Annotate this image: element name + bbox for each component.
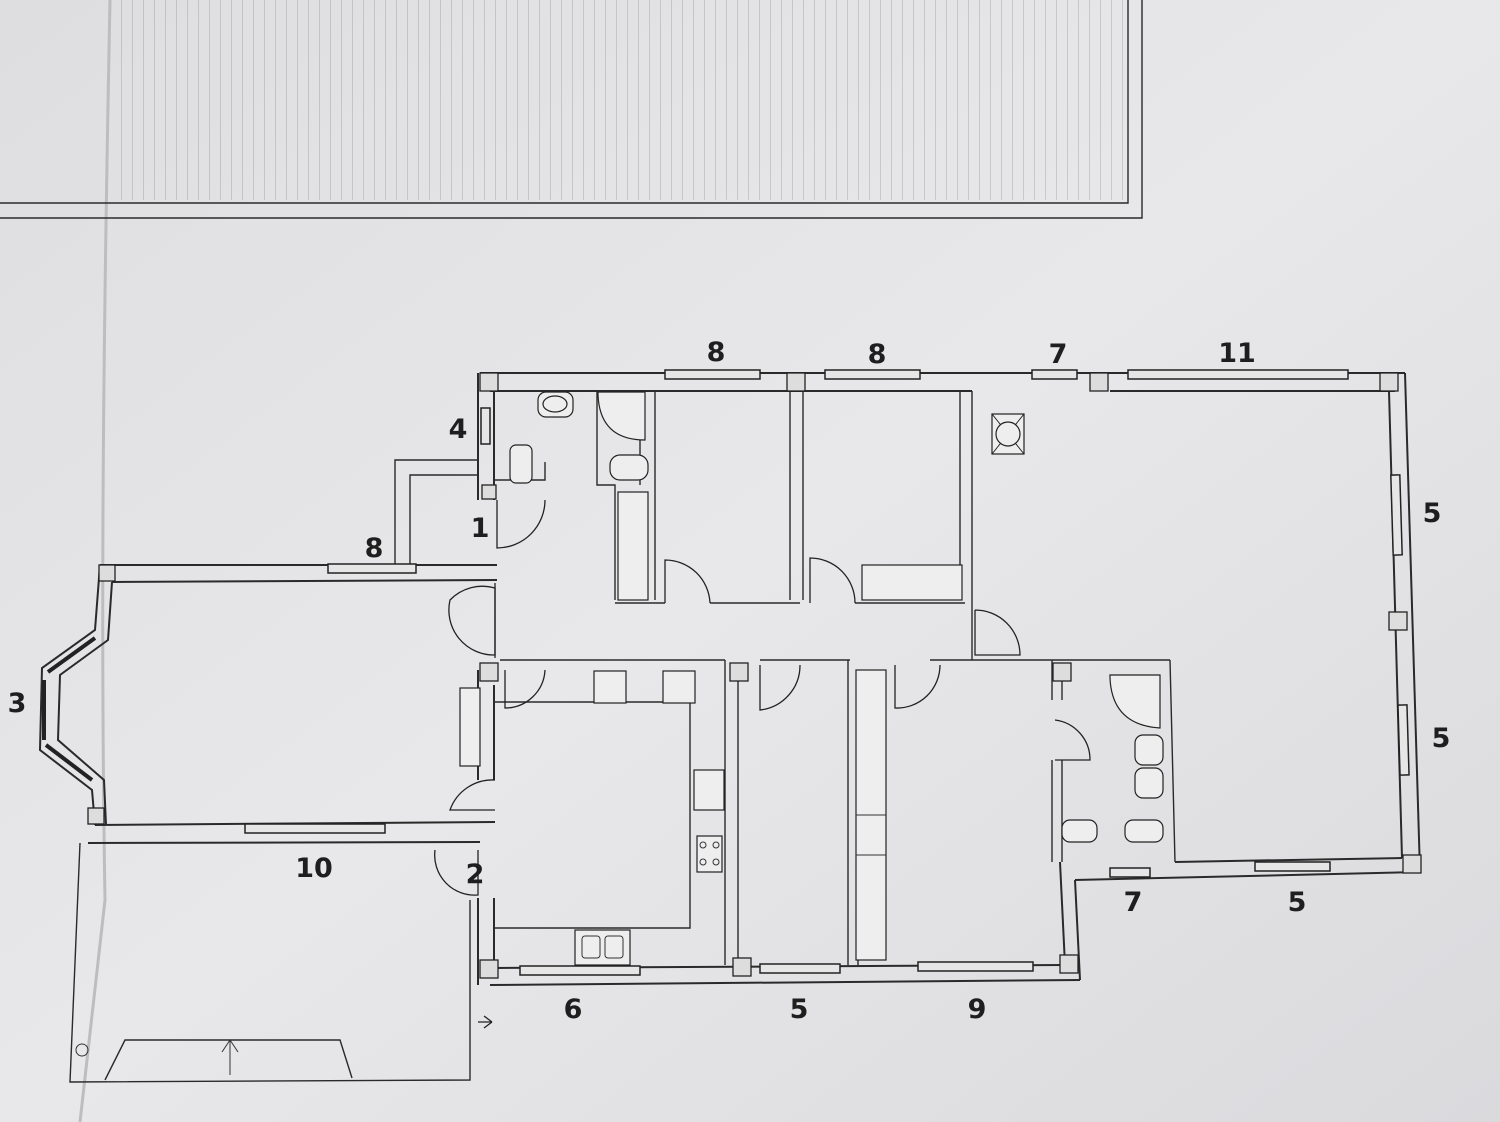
label-6: 6 <box>564 994 583 1025</box>
doors <box>434 499 1091 1029</box>
label-5-bottom-right: 5 <box>1288 887 1307 918</box>
windows <box>42 369 1410 976</box>
label-3: 3 <box>8 688 27 719</box>
fixtures <box>75 391 1164 1081</box>
paper-fold <box>78 0 112 1122</box>
structural-columns <box>87 372 1422 979</box>
label-1: 1 <box>471 513 490 544</box>
label-2: 2 <box>466 859 485 890</box>
label-4: 4 <box>449 414 468 445</box>
label-11: 11 <box>1218 338 1256 369</box>
top-hatched-block <box>0 0 1143 219</box>
label-8-top-mid: 8 <box>868 339 887 370</box>
label-9: 9 <box>968 994 987 1025</box>
label-5-right-lower: 5 <box>1432 723 1451 754</box>
label-8-left: 8 <box>365 533 384 564</box>
label-8-top-left: 8 <box>707 337 726 368</box>
label-7-top: 7 <box>1049 339 1068 370</box>
label-5-right-upper: 5 <box>1423 498 1442 529</box>
label-7-bottom: 7 <box>1124 887 1143 918</box>
label-5-bottom-mid: 5 <box>790 994 809 1025</box>
label-10: 10 <box>295 853 333 884</box>
dimension-labels: 8 8 7 11 5 5 5 7 9 5 6 2 10 3 8 1 4 <box>8 337 1451 1025</box>
